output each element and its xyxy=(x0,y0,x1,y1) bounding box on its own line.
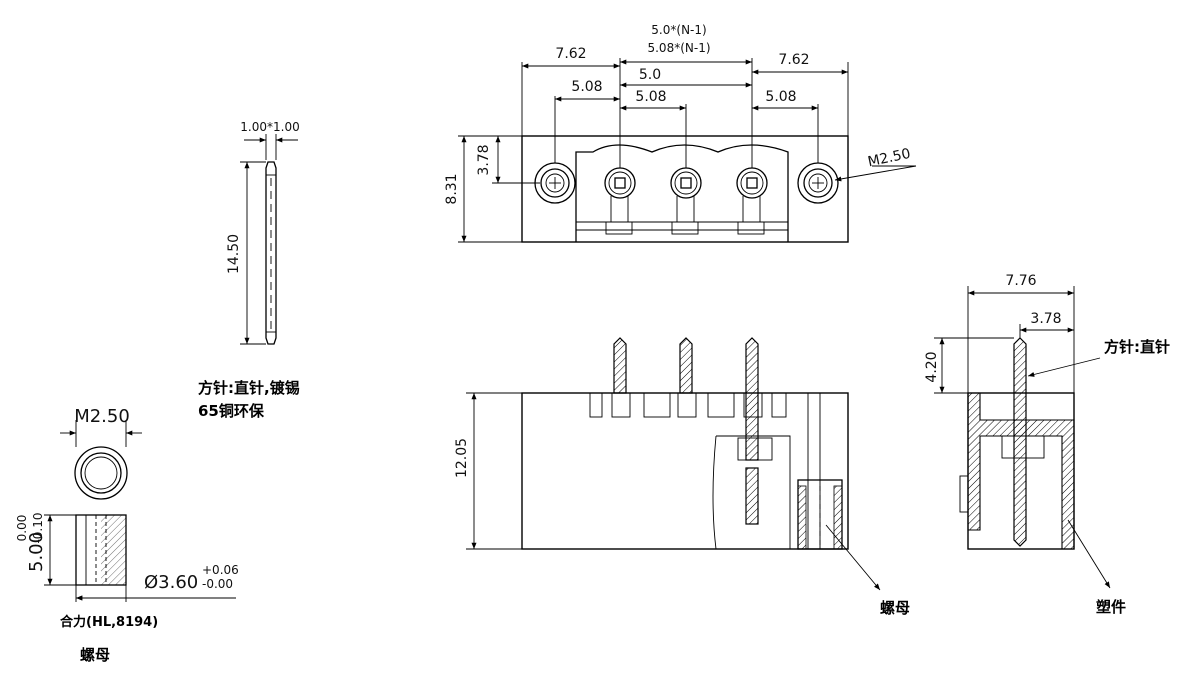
dim-pin-section: 1.00*1.00 xyxy=(240,120,299,134)
nut-dim-thread: M2.50 xyxy=(74,406,130,427)
dim-right-508: 5.08 xyxy=(765,89,796,105)
top-view: 5.0*(N-1) 5.08*(N-1) 7.62 7.62 5.0 5.08 … xyxy=(444,23,917,243)
dim-pitch-b: 5.08*(N-1) xyxy=(647,41,710,55)
dim-pin-length: 14.50 xyxy=(226,234,242,274)
dim-left-outer: 7.62 xyxy=(555,46,586,62)
dim-pitch-a: 5.0*(N-1) xyxy=(651,23,706,37)
dim-right-outer: 7.62 xyxy=(778,52,809,68)
side-pin xyxy=(1013,337,1027,547)
pin-body xyxy=(265,161,277,345)
nut-dim-height: 5.00 xyxy=(26,532,47,572)
front-pin-3 xyxy=(745,337,759,461)
front-view: 12.05 螺母 xyxy=(454,337,910,617)
screw-hole-left xyxy=(534,162,576,204)
nut-dim-diameter: Ø3.60 xyxy=(144,572,198,593)
side-view: 7.76 3.78 4.20 方针:直针 塑件 xyxy=(924,273,1170,616)
side-dim-width: 7.76 xyxy=(1005,273,1036,289)
side-label-plastic: 塑件 xyxy=(1096,598,1126,616)
dim-center-508: 5.08 xyxy=(635,89,666,105)
pin-label-line2: 65铜环保 xyxy=(198,402,265,420)
screw-hole-right xyxy=(797,162,839,204)
side-dim-offset: 3.78 xyxy=(1030,311,1061,327)
side-label-pin: 方针:直针 xyxy=(1104,338,1170,356)
front-pin-2 xyxy=(679,337,693,394)
side-plastic-shell xyxy=(967,392,1075,550)
pin-view: 1.00*1.00 14.50 方针:直针,镀锡 65铜环保 xyxy=(198,120,300,420)
front-label-nut: 螺母 xyxy=(880,599,910,617)
plug-body xyxy=(575,144,789,242)
dim-hole-378: 3.78 xyxy=(476,144,492,175)
dim-left-508: 5.08 xyxy=(571,79,602,95)
front-dim-height: 12.05 xyxy=(454,438,470,478)
nut-name: 螺母 xyxy=(80,646,110,664)
nut-dia-tol-upper: +0.06 xyxy=(202,563,239,577)
nut-tol-upper: 0.00 xyxy=(15,515,29,542)
pin-label-line1: 方针:直针,镀锡 xyxy=(198,379,300,397)
pin-hole-2 xyxy=(670,167,702,199)
dim-thread-m250: M2.50 xyxy=(866,146,912,171)
nut-tol-lower: -0.10 xyxy=(31,512,45,543)
dim-height-831: 8.31 xyxy=(444,173,460,204)
front-housing xyxy=(521,392,849,550)
dim-center-50: 5.0 xyxy=(639,67,661,83)
side-dim-pin-height: 4.20 xyxy=(924,351,940,382)
nut-dia-tol-lower: -0.00 xyxy=(202,577,233,591)
nut-material: 合力(HL,8194) xyxy=(60,614,158,630)
nut-top-outer xyxy=(74,446,128,500)
nut-view: M2.50 5.00 0.00 -0.10 Ø3.60 +0.06 -0.00 … xyxy=(15,406,239,664)
front-pin-1 xyxy=(613,337,627,394)
